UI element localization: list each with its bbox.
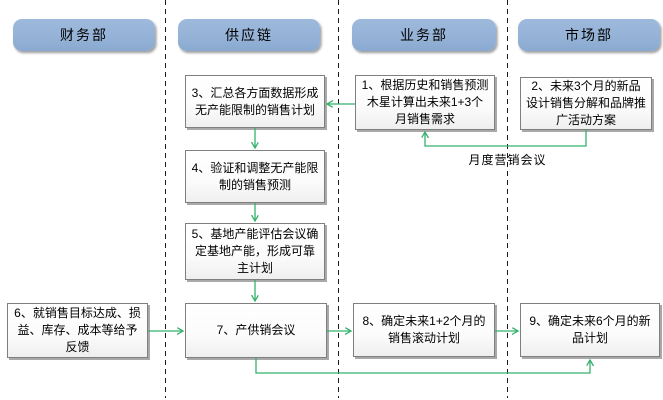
lane-header-marketing: 市场部 bbox=[518, 19, 660, 51]
process-box-1: 1、根据历史和销售预测木星计算出未来1+3个月销售需求 bbox=[355, 75, 495, 130]
process-box-5: 5、基地产能评估会议确定基地产能，形成可靠主计划 bbox=[185, 223, 325, 280]
process-box-6: 6、就销售目标达成、损益、库存、成本等给予反馈 bbox=[7, 303, 148, 358]
lane-divider-2 bbox=[338, 0, 339, 398]
lane-divider-1 bbox=[165, 0, 166, 398]
lane-divider-3 bbox=[507, 0, 508, 398]
monthly-marketing-meeting-label: 月度营销会议 bbox=[468, 153, 547, 167]
connector-box7-to-box9 bbox=[255, 358, 590, 374]
process-box-4: 4、验证和调整无产能限制的销售预测 bbox=[185, 150, 325, 203]
lane-header-supply-chain: 供应链 bbox=[178, 19, 320, 51]
process-box-8: 8、确定未来1+2个月的销售滚动计划 bbox=[353, 303, 495, 357]
process-box-9: 9、确定未来6个月的新品计划 bbox=[520, 303, 660, 357]
process-box-3: 3、汇总各方面数据形成无产能限制的销售计划 bbox=[185, 75, 325, 128]
process-box-7: 7、产供销会议 bbox=[185, 303, 327, 358]
connector-box2-to-box1 bbox=[425, 130, 587, 147]
process-box-2: 2、未来3个月的新品设计销售分解和品牌推广活动方案 bbox=[520, 77, 652, 130]
lane-header-finance: 财务部 bbox=[13, 19, 155, 51]
lane-header-business: 业务部 bbox=[352, 19, 496, 51]
